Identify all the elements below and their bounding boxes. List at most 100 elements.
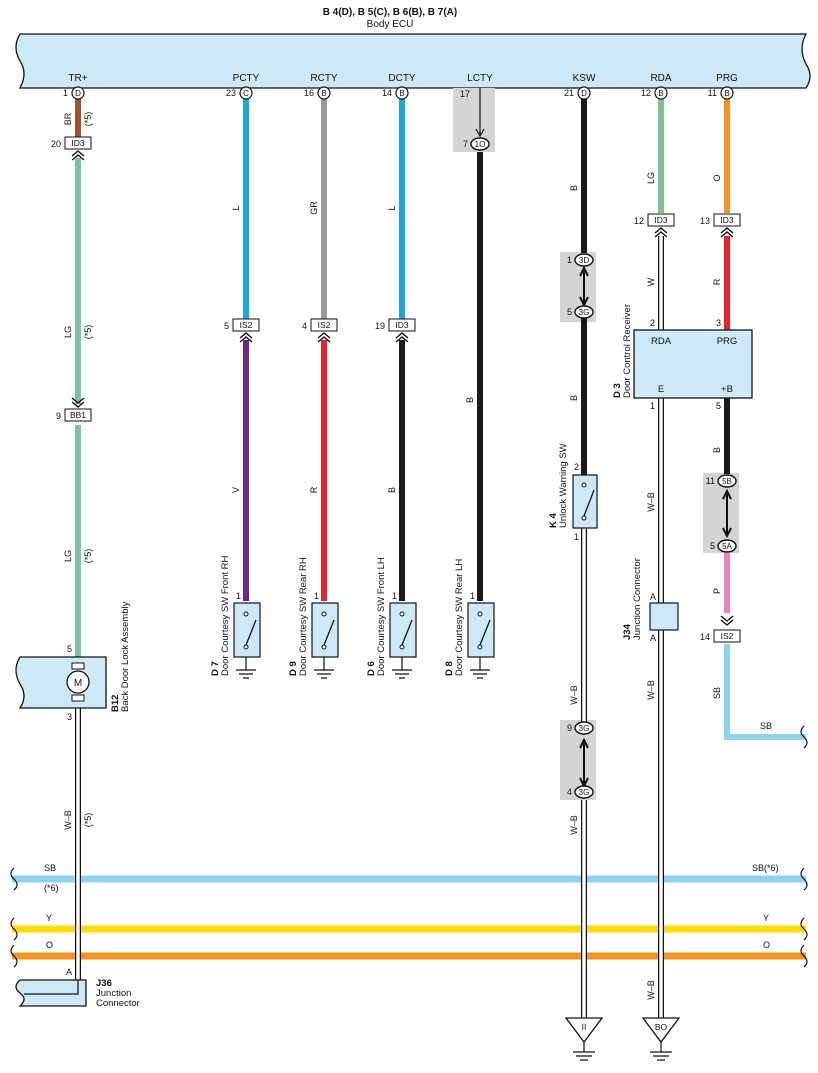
ecu-pin-label-rcty: RCTY — [310, 73, 338, 84]
connector-is2-pcty-box — [232, 318, 260, 332]
connector-id3-rda-code: ID3 — [654, 215, 668, 225]
ecu-pin-num-trplus: 1 — [63, 88, 68, 98]
d3-pin-label-b: +B — [721, 384, 733, 395]
connector-id3-dcty: 19 ID3 — [375, 318, 416, 343]
d3-pin-3: 3 — [716, 318, 721, 328]
ecu-pin-prg: 11 B — [708, 86, 734, 100]
door-courtesy-switch-front-lh: 1 D 6 Door Courtesy SW Front LH — [366, 557, 417, 679]
connector-is2-prg-box — [713, 629, 741, 643]
ecu-pin-rcty: 16 B — [304, 86, 331, 100]
ecu-pin-label-rda: RDA — [650, 73, 671, 84]
door-courtesy-switch-rear-rh: 1 D 9 Door Courtesy SW Rear RH — [288, 557, 339, 679]
lcty-arrow — [475, 128, 485, 138]
b12-wb-note: (*5) — [83, 813, 93, 828]
d6-switch-blade — [401, 619, 413, 646]
connector-3g-ksw-c: 4 3G — [567, 785, 594, 799]
y-bus-label-left: Y — [46, 913, 52, 923]
connector-id3-rda-num: 12 — [634, 216, 644, 226]
connector-5b-code: 5B — [722, 477, 732, 486]
d3-pin-1: 1 — [650, 401, 655, 411]
d3-e-wb-label-2: W–B — [646, 680, 656, 700]
chevron-down-icon — [71, 397, 85, 408]
j34-code: J34 — [622, 623, 633, 640]
d6-pin-1: 1 — [392, 591, 397, 601]
b12-pin-3: 3 — [67, 712, 72, 722]
chevron-down-icon — [720, 615, 734, 626]
b12-name: Back Door Lock Assembly — [120, 601, 131, 712]
b12-code: B12 — [110, 695, 121, 712]
prg-5b-5a-shade — [703, 473, 739, 553]
d7-name: Door Courtesy SW Front RH — [220, 556, 231, 676]
o-bus-label-left: O — [46, 940, 53, 950]
ecu-pin-code-trplus: D — [75, 89, 81, 98]
ground-icon — [650, 1042, 672, 1061]
lcty-b-label: B — [465, 397, 475, 403]
connector-5b-prg: 11 5B — [706, 474, 737, 488]
connector-3g-a-code: 3G — [579, 308, 590, 317]
ecu-pin-rda: 12 B — [641, 86, 668, 100]
connector-3g-c-code: 3G — [579, 788, 590, 797]
j36-wire-end — [24, 980, 79, 995]
d7-contact-bottom — [243, 644, 249, 650]
o-bus-label-right: O — [763, 940, 770, 950]
ecu-pin-label-ksw: KSW — [573, 73, 596, 84]
j36-pin-a: A — [66, 967, 72, 977]
ground-point-ii: II — [564, 1017, 604, 1061]
j36-name-2: Connector — [96, 998, 140, 1009]
connector-id3-dcty-num: 19 — [375, 321, 385, 331]
k4-pin-1: 1 — [574, 532, 579, 542]
ksw-3d-3g-link — [579, 265, 589, 308]
connector-id3-dcty-code: ID3 — [395, 320, 409, 330]
chevron-up-icon — [720, 227, 734, 238]
pcty-v-label: V — [231, 487, 241, 493]
connector-id3-rda-box — [647, 213, 675, 227]
d3-pin-label-prg: PRG — [717, 336, 738, 347]
connector-1o-lcty: 7 1O — [463, 137, 490, 151]
ground-icon — [236, 657, 256, 679]
o-bus-break-right — [800, 944, 808, 968]
prg-p-label: P — [712, 588, 722, 594]
door-courtesy-switch-front-rh: 1 D 7 Door Courtesy SW Front RH — [210, 556, 261, 679]
body-ecu-box — [15, 33, 811, 89]
k4-contact-bottom — [581, 515, 587, 521]
connector-3g-ksw-a: 5 3G — [567, 305, 594, 319]
connector-bb1-box — [64, 408, 92, 422]
trplus-br-note: (*5) — [83, 112, 93, 127]
connector-is2-prg-code: IS2 — [721, 631, 734, 641]
k4-switch-blade — [583, 489, 595, 517]
connector-3g-c-oval — [574, 785, 594, 799]
ecu-pin-num-dcty: 14 — [382, 88, 392, 98]
rda-lg-label: LG — [646, 172, 656, 184]
ecu-pin-num-rda: 12 — [641, 88, 651, 98]
connector-3g-b-num: 9 — [567, 723, 572, 733]
prg-sb-break — [800, 725, 808, 749]
motor-housing — [71, 662, 85, 670]
prg-o-label: O — [712, 174, 722, 181]
ecu-pin-code-rcty: B — [321, 89, 326, 98]
chevron-up-icon — [317, 332, 331, 343]
d3-e-wb-label-3: W–B — [646, 980, 656, 1000]
ecu-pin-ksw: 21 D — [564, 86, 591, 100]
motor-label: M — [74, 678, 82, 689]
sb-bus-label-right: SB(*6) — [752, 863, 779, 873]
rda-w-label: W — [646, 277, 656, 286]
connector-5a-num: 5 — [710, 541, 715, 551]
j34-name: Junction Connector — [632, 558, 643, 640]
sb-bus-break-left — [10, 867, 18, 891]
connector-is2-pcty-num: 5 — [224, 321, 229, 331]
ground-icon — [573, 1042, 595, 1061]
connector-3d-code: 3D — [579, 256, 589, 265]
ecu-pin-code-ksw: D — [581, 89, 587, 98]
y-bus-label-right: Y — [763, 913, 769, 923]
d6-code: D 6 — [366, 661, 377, 676]
d8-name: Door Courtesy SW Rear LH — [454, 559, 465, 676]
back-door-lock-assembly: 5 M 3 B12 Back Door Lock Assembly — [15, 601, 131, 722]
ecu-pin-code-rda: B — [658, 89, 663, 98]
d7-code: D 7 — [210, 661, 221, 676]
connector-3g-a-num: 5 — [567, 307, 572, 317]
ground-bo-triangle — [641, 1017, 681, 1044]
o-bus-break-left — [10, 944, 18, 968]
connector-id3-prg: 13 ID3 — [700, 213, 741, 238]
ksw-b-label-2: B — [569, 395, 579, 401]
connector-3g-a-oval — [574, 305, 594, 319]
